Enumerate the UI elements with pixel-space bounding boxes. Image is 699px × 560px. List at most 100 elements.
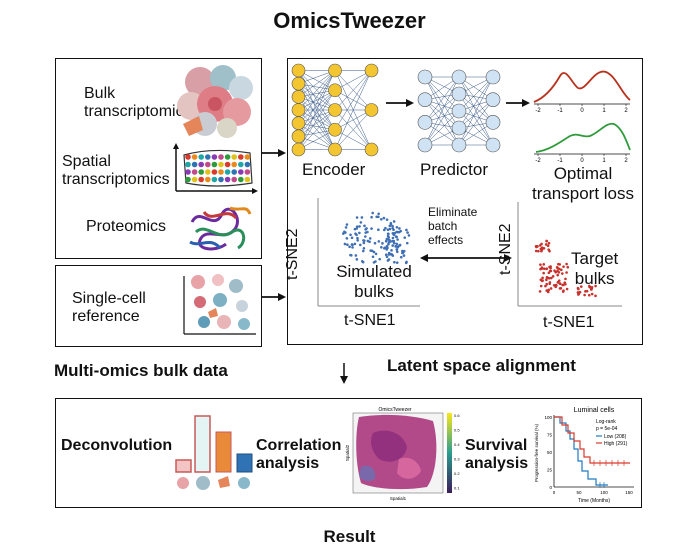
km-stat2: p = 5e-04 <box>596 426 617 432</box>
km-stat1: Log-rank <box>596 419 616 425</box>
tsne-point <box>389 223 393 226</box>
spatial-transcriptomics-label: Spatial transcriptomics <box>62 153 170 189</box>
network-node <box>291 103 306 117</box>
tsne-point <box>395 248 399 251</box>
tsne-point <box>539 263 542 266</box>
km-ylabel: Progression-free survival (%) <box>534 423 539 482</box>
bulk-transcriptomics-label: Bulk transcriptomics <box>84 85 192 121</box>
tsne-point <box>392 241 396 245</box>
spatial-spot <box>244 154 251 160</box>
eliminate-batch-effects-label: Eliminate batch effects <box>428 205 478 247</box>
tsne-point <box>371 211 375 215</box>
tsne-point <box>557 270 561 274</box>
spatial-correlation-map: OmicsTweezer 0.60.50.40.30.20.1 Spatial1… <box>343 403 461 503</box>
multi-omics-section-label: Multi-omics bulk data <box>54 361 228 380</box>
spatial-spot <box>185 169 191 175</box>
model-box <box>287 58 643 345</box>
tsne1-left-label: t-SNE1 <box>344 312 396 329</box>
tsne-point <box>356 239 359 242</box>
tsne-point <box>556 273 560 277</box>
network-node <box>417 115 433 130</box>
tsne-point <box>565 262 568 266</box>
tsne-point <box>539 247 543 251</box>
tsne2-right-label: t-SNE2 <box>496 223 514 275</box>
spatial-spot <box>244 169 251 175</box>
tsne-point <box>346 243 349 247</box>
spatial-spot <box>211 161 218 168</box>
km-xtick-label: 0 <box>553 490 556 495</box>
tsne-point <box>396 238 399 241</box>
tsne-point <box>548 265 551 269</box>
tsne-point <box>384 226 387 230</box>
network-node <box>291 129 306 144</box>
tsne-point <box>391 236 395 240</box>
tsne-point <box>546 290 550 294</box>
tsne-point <box>368 237 372 240</box>
tsne-point <box>558 263 562 266</box>
tsne-point <box>374 260 377 263</box>
tsne-point <box>385 218 389 221</box>
km-xtick-label: 100 <box>600 490 608 495</box>
spatial-dots-illustration <box>173 143 258 194</box>
network-node <box>328 122 342 137</box>
tsne-point <box>370 215 373 219</box>
spatial-spot <box>231 161 237 168</box>
tsne-point <box>350 236 354 240</box>
tsne-point <box>353 242 357 246</box>
spatial-spot <box>238 161 244 168</box>
tsne-point <box>370 227 373 230</box>
optimal-transport-loss-label: Optimal transport loss <box>531 164 635 203</box>
tsne-point <box>355 225 359 228</box>
tsne-point <box>562 283 565 287</box>
tsne-point <box>587 293 591 297</box>
network-node <box>328 142 342 157</box>
tsne-point <box>548 281 552 284</box>
alignment-double-arrow <box>420 254 512 262</box>
tsne-point <box>538 290 542 293</box>
spatial-spot <box>191 169 198 175</box>
tsne-point <box>391 244 395 247</box>
tsne-point <box>539 284 543 288</box>
tsne-point <box>399 229 403 233</box>
km-ytick-label: 50 <box>547 450 553 455</box>
tsne-point <box>547 276 551 280</box>
network-node <box>417 69 433 85</box>
spatial-spot <box>185 154 191 160</box>
tsne-point <box>579 285 583 288</box>
tsne-point <box>559 268 563 272</box>
colorbar-tick-label: 0.1 <box>454 486 460 491</box>
network-node <box>328 83 342 98</box>
density-tick-label: 0 <box>580 158 584 164</box>
predictor-to-loss-arrow <box>506 99 530 107</box>
tsne-point <box>542 246 546 250</box>
spatial-spot <box>205 176 211 183</box>
spatial-spot <box>218 154 224 160</box>
density-tick-label: 2 <box>624 158 628 164</box>
tsne-point <box>358 225 361 228</box>
tsne-point <box>388 238 391 242</box>
density-tick-label: 1 <box>602 108 606 114</box>
tsne-point <box>387 251 391 255</box>
spatial-spot <box>238 169 244 175</box>
tsne-point <box>561 272 564 275</box>
simulated-bulks-label: Simulated bulks <box>336 262 412 301</box>
density-tick-label: 0 <box>580 108 584 114</box>
tsne-point <box>366 239 370 243</box>
km-ytick-label: 25 <box>547 468 553 473</box>
colorbar-tick-label: 0.4 <box>454 442 460 447</box>
tsne-point <box>566 265 570 269</box>
deconvolution-label: Deconvolution <box>61 437 173 454</box>
tsne-point <box>363 239 366 242</box>
tsne-point <box>395 245 399 248</box>
tsne-point <box>386 232 390 236</box>
tsne-point <box>542 263 546 266</box>
predictor-network <box>417 69 501 153</box>
tsne-point <box>362 241 366 245</box>
result-footer-label: Result <box>323 527 376 546</box>
tsne-point <box>363 224 366 228</box>
tsne-point <box>542 271 545 275</box>
tsne-point <box>379 217 383 221</box>
tsne-point <box>393 231 397 235</box>
kaplan-meier-plot: Luminal cells Log-rank p = 5e-04 Low (20… <box>534 407 634 504</box>
colorbar-tick-label: 0.3 <box>454 457 460 462</box>
